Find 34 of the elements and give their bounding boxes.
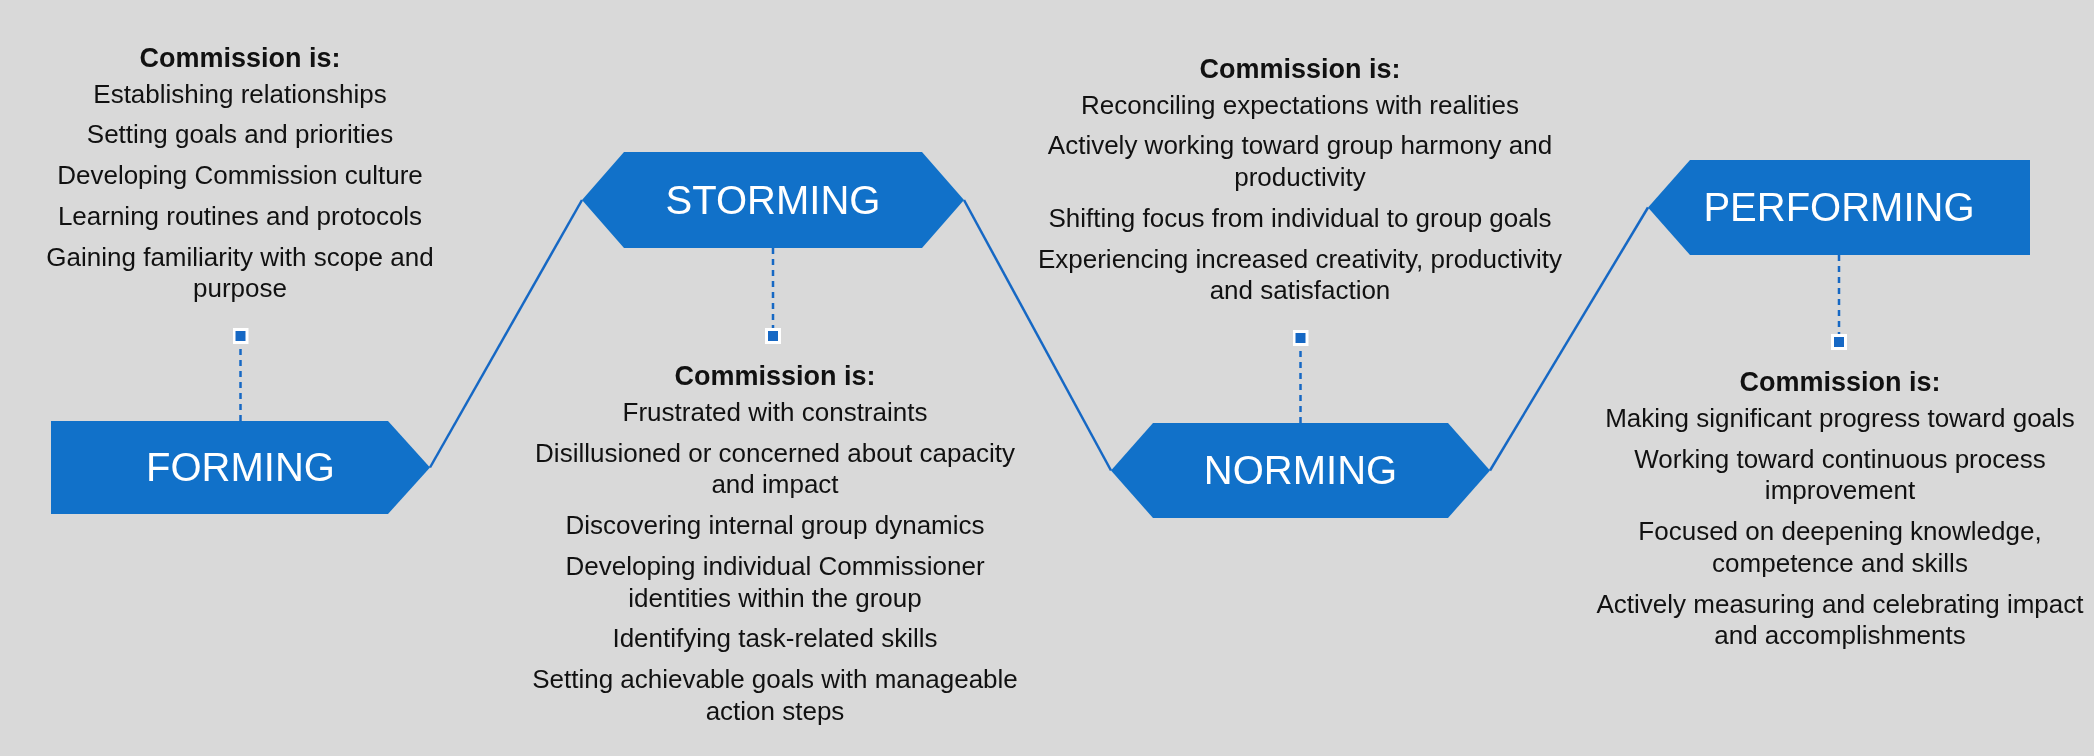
list-item: Making significant progress toward goals — [1605, 402, 2075, 435]
section-heading: Commission is: — [1199, 52, 1401, 86]
list-item: Developing Commission culture — [57, 160, 423, 192]
list-item: Identifying task-related skills — [612, 623, 938, 655]
leader-line — [1292, 330, 1309, 423]
list-item: Developing individual Commissioner identities within the group — [564, 550, 986, 615]
stage-banner: NORMING — [1111, 423, 1490, 518]
list-item: Establishing relationships — [93, 78, 387, 111]
leader-line — [232, 328, 249, 421]
list-item: Focused on deepening knowledge, competence and skills — [1637, 516, 2043, 580]
stage-banner: STORMING — [582, 152, 964, 248]
connector-line — [428, 199, 584, 469]
section-heading: Commission is: — [139, 41, 341, 75]
list-item: Working toward continuous process improvement — [1633, 443, 2047, 508]
list-item: Actively working toward group harmony and productivity — [1046, 130, 1554, 194]
leader-line — [765, 248, 781, 344]
connector-line — [1488, 206, 1650, 472]
list-item: Reconciling expectations with realities — [1081, 89, 1519, 122]
list-item: Shifting focus from individual to group goals — [1048, 202, 1552, 235]
stage-banner: PERFORMING — [1648, 160, 2030, 255]
connector-line — [962, 199, 1113, 472]
list-item: Actively measuring and celebrating impact and accomplishments — [1595, 588, 2085, 652]
list-item: Disillusioned or concerned about capacity and impact — [534, 437, 1016, 502]
leader-line — [1831, 255, 1847, 350]
list-item: Learning routines and protocols — [57, 200, 423, 233]
list-item: Setting goals and priorities — [86, 119, 394, 152]
list-item: Frustrated with constraints — [622, 396, 928, 429]
list-item: Experiencing increased creativity, productivity and satisfaction — [1036, 243, 1564, 307]
stage-banner: FORMING — [51, 421, 430, 514]
section-heading: Commission is: — [1739, 366, 1941, 399]
list-item: Discovering internal group dynamics — [565, 510, 985, 542]
list-item: Gaining familiarity with scope and purpose — [45, 241, 435, 305]
list-item: Setting achievable goals with manageable action steps — [531, 663, 1019, 728]
section-heading: Commission is: — [674, 360, 876, 393]
